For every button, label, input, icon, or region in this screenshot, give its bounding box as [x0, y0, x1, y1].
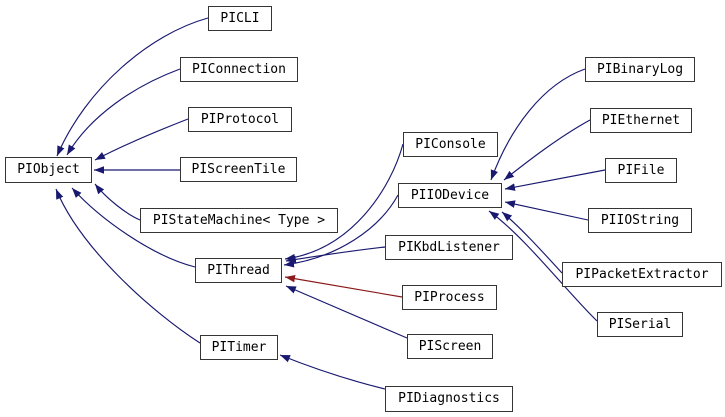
node-pifile[interactable]: PIFile: [605, 158, 677, 183]
edge-piethernet-to-piiodevice: [503, 119, 591, 181]
node-piethernet[interactable]: PIEthernet: [590, 108, 692, 133]
node-piconnection[interactable]: PIConnection: [180, 57, 298, 82]
edge-piconnection-to-piobject: [66, 68, 181, 156]
edge-piiostring-to-piiodevice: [504, 200, 589, 221]
edge-pithread-to-piobject: [71, 187, 196, 268]
node-piconsole[interactable]: PIConsole: [403, 132, 498, 157]
node-piiodevice[interactable]: PIIODevice: [398, 183, 502, 208]
node-pidiagnostics[interactable]: PIDiagnostics: [385, 386, 513, 412]
node-pibinarylog[interactable]: PIBinaryLog: [585, 57, 695, 82]
node-piiostring[interactable]: PIIOString: [588, 208, 692, 233]
node-pikbdlistener[interactable]: PIKbdListener: [385, 235, 513, 260]
edge-piconsole-to-pithread: [284, 143, 404, 262]
node-piscreen[interactable]: PIScreen: [407, 334, 493, 359]
node-piprocess[interactable]: PIProcess: [402, 285, 497, 310]
node-piprotocol[interactable]: PIProtocol: [188, 107, 292, 132]
edge-picli-to-piobject: [56, 17, 209, 157]
node-pipacketextractor[interactable]: PIPacketExtractor: [562, 262, 722, 287]
edge-pidiagnostics-to-pitimer: [279, 354, 386, 390]
edge-piprocess-to-pithread: [284, 274, 403, 298]
edge-piprotocol-to-piobject: [94, 118, 189, 161]
node-piscreentile[interactable]: PIScreenTile: [180, 157, 297, 182]
edge-piserial-to-piiodevice: [488, 210, 598, 322]
edge-pifile-to-piiodevice: [504, 169, 606, 191]
node-picli[interactable]: PICLI: [208, 6, 272, 31]
edge-pipacketextractor-to-piiodevice: [501, 211, 563, 274]
edge-pistatemachine-to-piobject: [94, 183, 141, 221]
node-piobject[interactable]: PIObject: [5, 157, 92, 183]
node-pithread[interactable]: PIThread: [195, 258, 282, 283]
edge-pitimer-to-piobject: [55, 188, 201, 344]
node-piserial[interactable]: PISerial: [597, 312, 683, 337]
edge-pibinarylog-to-piiodevice: [490, 68, 586, 181]
edge-pikbdlistener-to-pithread: [285, 246, 386, 264]
node-pistatemachine[interactable]: PIStateMachine< Type >: [140, 208, 338, 233]
node-pitimer[interactable]: PITimer: [200, 335, 278, 360]
edge-piscreen-to-pithread: [285, 285, 408, 339]
edge-piiodevice-to-pithread: [283, 194, 399, 268]
